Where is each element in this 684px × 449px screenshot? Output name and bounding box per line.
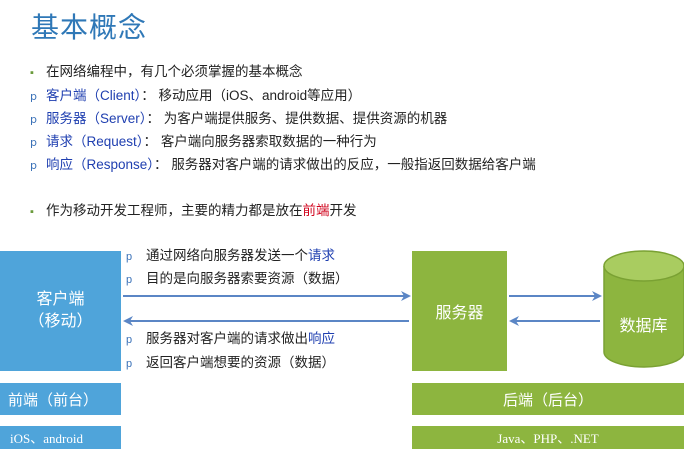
backend-label: 后端（后台） xyxy=(412,383,684,415)
square-bullet-icon: ▪ xyxy=(30,67,34,79)
p-bullet-icon: p xyxy=(30,159,37,172)
frontend-label: 前端（前台） xyxy=(0,383,121,415)
p-bullet-icon: p xyxy=(30,136,37,149)
server-box: 服务器 xyxy=(412,251,507,371)
p-bullet-icon: p xyxy=(126,358,133,370)
p-bullet-icon: p xyxy=(126,251,133,263)
p-bullet-icon: p xyxy=(30,113,37,126)
p-bullet-icon: p xyxy=(30,90,37,103)
database-label: 数据库 xyxy=(619,318,668,335)
p-bullet-icon: p xyxy=(126,274,133,286)
bullet-dev: ▪作为移动开发工程师，主要的精力都是放在前端开发 xyxy=(30,201,357,222)
database-cylinder-icon xyxy=(603,250,684,368)
page-title: 基本概念 xyxy=(31,11,148,44)
p-bullet-icon: p xyxy=(126,334,133,346)
frontend-tech: iOS、android xyxy=(0,426,121,449)
client-box: 客户端 （移动） xyxy=(0,251,121,371)
bullet-intro: ▪在网络编程中，有几个必须掌握的基本概念 xyxy=(30,62,303,83)
backend-tech: Java、PHP、.NET xyxy=(412,426,684,449)
square-bullet-icon: ▪ xyxy=(30,206,34,218)
